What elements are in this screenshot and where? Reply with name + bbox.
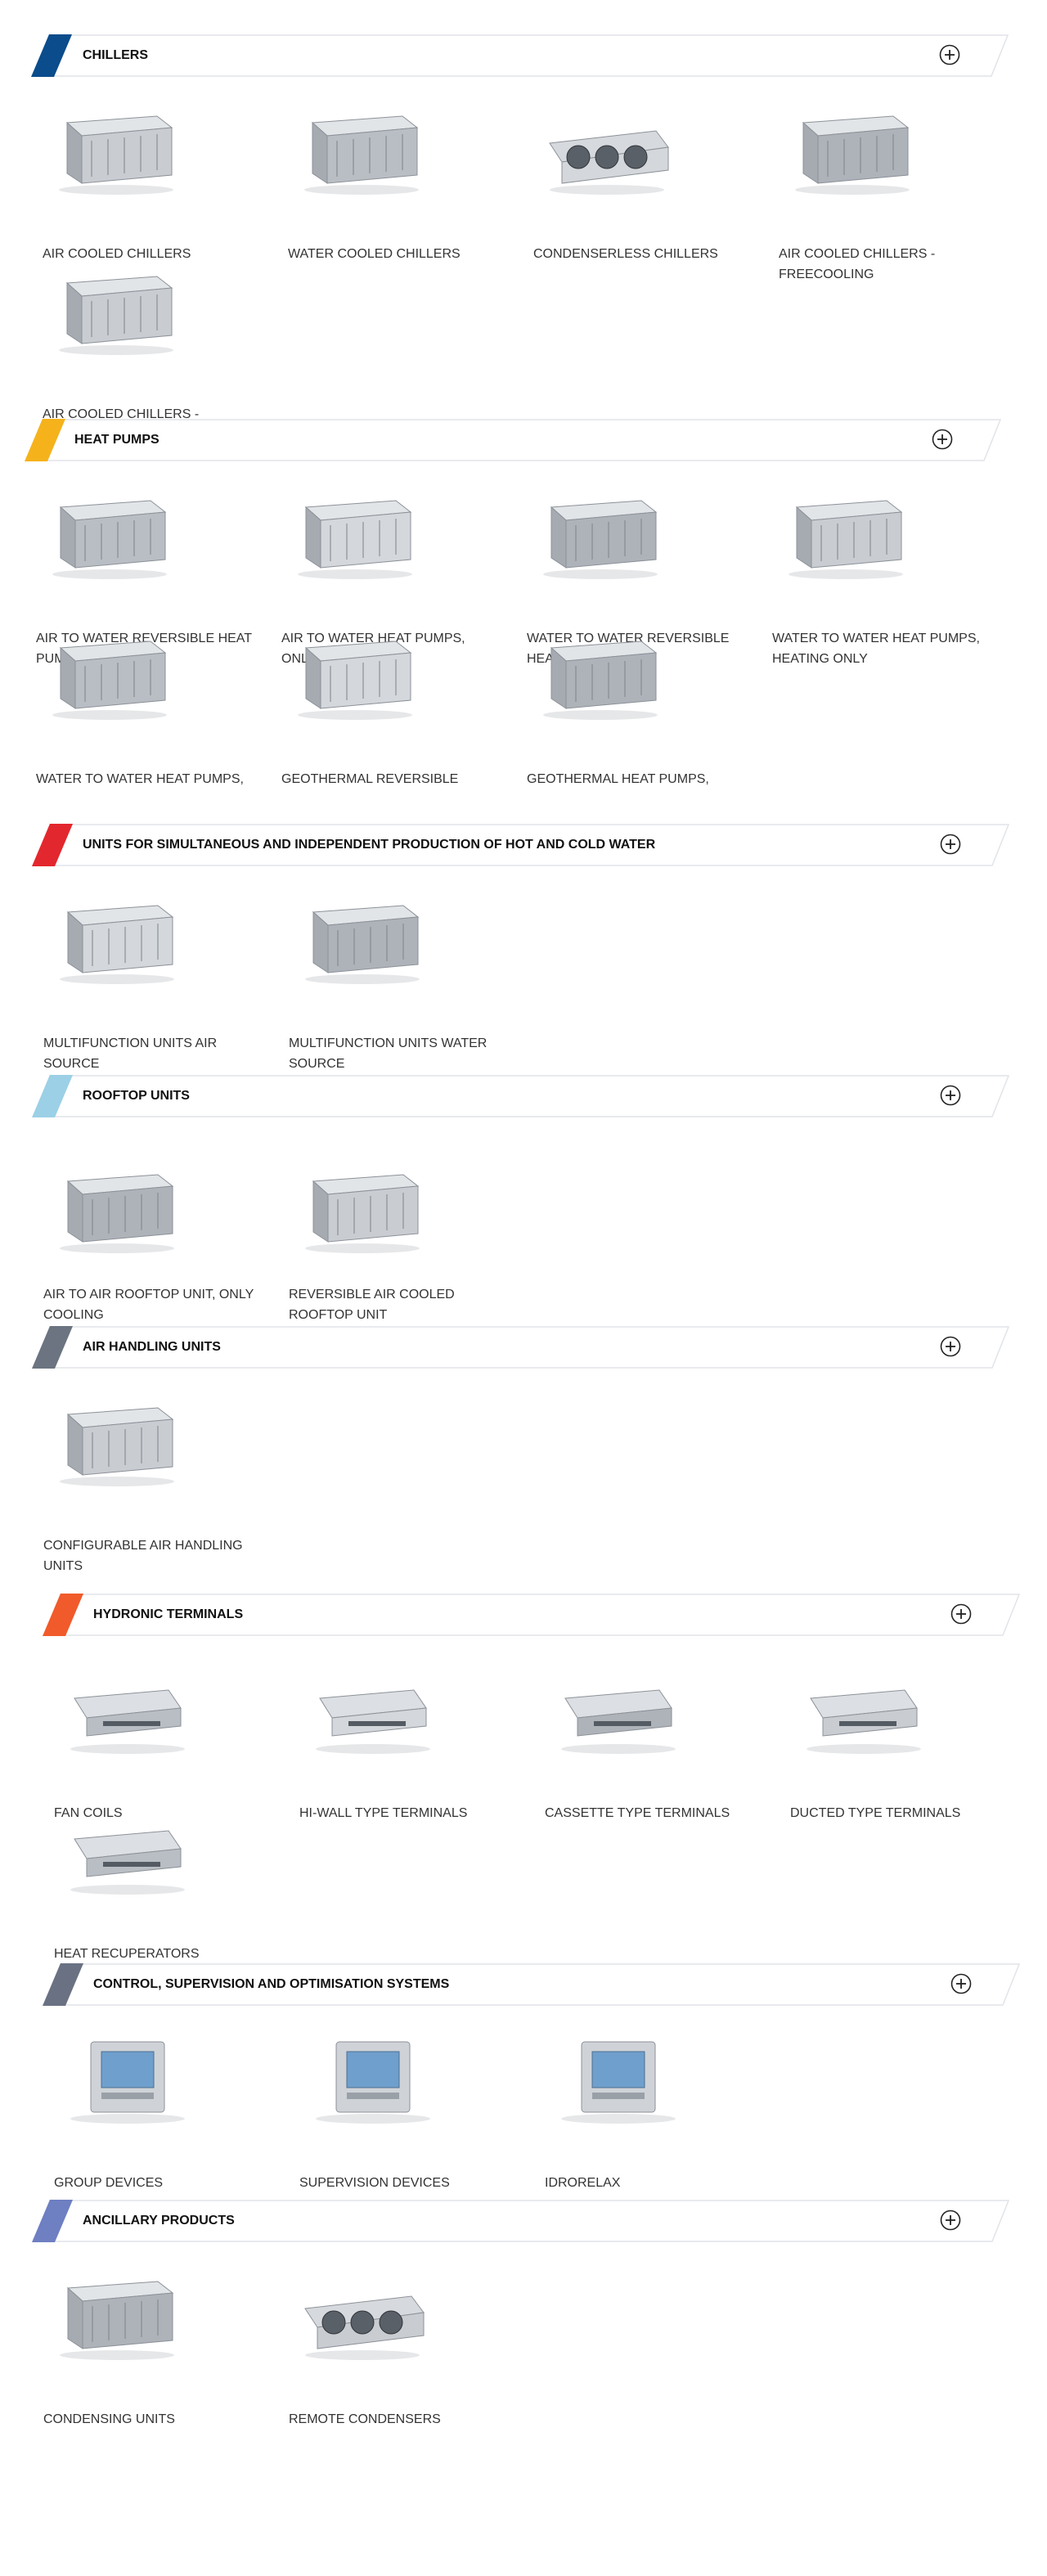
section-header-background bbox=[43, 1963, 1021, 2006]
water-water-heating-image[interactable] bbox=[772, 483, 919, 581]
section-color-stripe bbox=[32, 1075, 73, 1117]
product-label[interactable]: MULTIFUNCTION UNITS WATER SOURCE bbox=[289, 1036, 488, 1071]
product-label[interactable]: AIR TO AIR ROOFTOP UNIT, ONLY COOLING bbox=[43, 1288, 254, 1322]
section-title: HYDRONIC TERMINALS bbox=[93, 1607, 244, 1621]
rooftop-reversible-image[interactable] bbox=[289, 1157, 436, 1255]
section-8: ANCILLARY PRODUCTS CONDENSING UNITS REMOTE… bbox=[0, 2200, 1047, 2576]
section-title: ROOFTOP UNITS bbox=[83, 1089, 190, 1103]
product-label[interactable]: REMOTE CONDENSERS bbox=[289, 2412, 441, 2426]
section-header-bar[interactable]: HEAT PUMPS bbox=[25, 419, 1002, 461]
freecooling-chiller-image[interactable] bbox=[779, 98, 926, 196]
product-label[interactable]: GROUP DEVICES bbox=[54, 2176, 164, 2190]
water-water-heat-pump-image[interactable] bbox=[36, 623, 183, 722]
evaporative-chiller-image[interactable] bbox=[43, 258, 190, 357]
multifunction-water-image[interactable] bbox=[289, 888, 436, 986]
product-label[interactable]: REVERSIBLE AIR COOLED ROOFTOP UNIT bbox=[289, 1288, 455, 1322]
section-color-stripe bbox=[32, 2200, 73, 2242]
section-title: HEAT PUMPS bbox=[74, 433, 160, 447]
section-color-stripe bbox=[31, 34, 72, 77]
air-cooled-chiller-image[interactable] bbox=[43, 98, 190, 196]
supervision-device-image[interactable] bbox=[299, 2027, 447, 2125]
section-header-bar[interactable]: HYDRONIC TERMINALS bbox=[43, 1594, 1021, 1636]
section-header-background bbox=[25, 419, 1002, 461]
section-color-stripe bbox=[32, 824, 73, 866]
product-label[interactable]: GEOTHERMAL REVERSIBLE bbox=[281, 772, 459, 786]
group-device-image[interactable] bbox=[54, 2027, 201, 2125]
section-header-background bbox=[32, 1326, 1010, 1369]
product-label[interactable]: FAN COILS bbox=[54, 1806, 123, 1820]
fan-coil-image[interactable] bbox=[54, 1657, 201, 1756]
air-water-heat-pump-image[interactable] bbox=[36, 483, 183, 581]
air-handling-unit-image[interactable] bbox=[43, 1390, 191, 1488]
section-7: CONTROL, SUPERVISION AND OPTIMISATION SY… bbox=[0, 1963, 1047, 2340]
section-4: ROOFTOP UNITS AIR TO AIR ROOFTOP UNIT, ON… bbox=[0, 1075, 1047, 1451]
product-label[interactable]: WATER COOLED CHILLERS bbox=[288, 247, 461, 261]
section-title: UNITS FOR SIMULTANEOUS AND INDEPENDENT P… bbox=[83, 838, 656, 852]
section-header-background bbox=[31, 34, 1009, 77]
section-title: CHILLERS bbox=[83, 48, 148, 62]
expand-plus-icon[interactable] bbox=[940, 2210, 961, 2231]
hi-wall-terminal-image[interactable] bbox=[299, 1657, 447, 1756]
geothermal-heat-pump-image[interactable] bbox=[527, 623, 674, 722]
rooftop-cooling-image[interactable] bbox=[43, 1157, 191, 1255]
remote-condenser-image[interactable] bbox=[289, 2264, 436, 2362]
section-header-bar[interactable]: ROOFTOP UNITS bbox=[32, 1075, 1010, 1117]
section-header-bar[interactable]: ANCILLARY PRODUCTS bbox=[32, 2200, 1010, 2242]
section-header-background bbox=[32, 1075, 1010, 1117]
expand-plus-icon[interactable] bbox=[932, 429, 953, 450]
section-color-stripe bbox=[43, 1594, 83, 1636]
product-label[interactable]: HI-WALL TYPE TERMINALS bbox=[299, 1806, 468, 1820]
product-label[interactable]: HEAT RECUPERATORS bbox=[54, 1947, 200, 1961]
product-label[interactable]: CONDENSERLESS CHILLERS bbox=[533, 247, 718, 261]
geothermal-reversible-image[interactable] bbox=[281, 623, 429, 722]
water-cooled-chiller-image[interactable] bbox=[288, 98, 435, 196]
product-label[interactable]: AIR COOLED CHILLERS - FREECOOLING bbox=[779, 247, 936, 281]
product-label[interactable]: GEOTHERMAL HEAT PUMPS, bbox=[527, 772, 709, 786]
product-label[interactable]: CASSETTE TYPE TERMINALS bbox=[545, 1806, 730, 1820]
section-title: ANCILLARY PRODUCTS bbox=[83, 2214, 235, 2228]
section-header-bar[interactable]: AIR HANDLING UNITS bbox=[32, 1326, 1010, 1369]
section-title: AIR HANDLING UNITS bbox=[83, 1340, 221, 1354]
product-label[interactable]: SUPERVISION DEVICES bbox=[299, 2176, 450, 2190]
section-color-stripe bbox=[43, 1963, 83, 2006]
section-header-background bbox=[32, 2200, 1010, 2242]
section-header-bar[interactable]: CHILLERS bbox=[31, 34, 1009, 77]
section-header-background bbox=[43, 1594, 1021, 1636]
expand-plus-icon[interactable] bbox=[950, 1603, 972, 1625]
section-header-bar[interactable]: UNITS FOR SIMULTANEOUS AND INDEPENDENT P… bbox=[32, 824, 1010, 866]
product-label[interactable]: WATER TO WATER HEAT PUMPS, bbox=[36, 772, 244, 786]
cassette-terminal-image[interactable] bbox=[545, 1657, 692, 1756]
expand-plus-icon[interactable] bbox=[940, 1085, 961, 1106]
section-3: UNITS FOR SIMULTANEOUS AND INDEPENDENT P… bbox=[0, 824, 1047, 1200]
section-1: CHILLERS AIR COOLED CHILLERS WATER COOLED … bbox=[0, 34, 1047, 442]
product-label[interactable]: MULTIFUNCTION UNITS AIR SOURCE bbox=[43, 1036, 218, 1071]
section-header-bar[interactable]: CONTROL, SUPERVISION AND OPTIMISATION SY… bbox=[43, 1963, 1021, 2006]
product-label[interactable]: WATER TO WATER HEAT PUMPS, HEATING ONLY bbox=[772, 632, 980, 666]
water-water-reversible-image[interactable] bbox=[527, 483, 674, 581]
section-color-stripe bbox=[25, 419, 65, 461]
expand-plus-icon[interactable] bbox=[940, 1336, 961, 1357]
ducted-terminal-image[interactable] bbox=[790, 1657, 937, 1756]
heat-recuperator-image[interactable] bbox=[54, 1798, 201, 1896]
section-6: HYDRONIC TERMINALS FAN COILS HI-WALL TYPE … bbox=[0, 1594, 1047, 1970]
multifunction-air-image[interactable] bbox=[43, 888, 191, 986]
product-label[interactable]: CONFIGURABLE AIR HANDLING UNITS bbox=[43, 1539, 243, 1573]
product-label[interactable]: DUCTED TYPE TERMINALS bbox=[790, 1806, 961, 1820]
product-label[interactable]: CONDENSING UNITS bbox=[43, 2412, 175, 2426]
expand-plus-icon[interactable] bbox=[950, 1973, 972, 1994]
condenserless-chiller-image[interactable] bbox=[533, 98, 681, 196]
section-5: AIR HANDLING UNITS CONFIGURABLE AIR HANDL… bbox=[0, 1326, 1047, 1702]
section-header-background bbox=[32, 824, 1010, 866]
condensing-unit-image[interactable] bbox=[43, 2264, 191, 2362]
air-water-heating-image[interactable] bbox=[281, 483, 429, 581]
product-label[interactable]: IDRORELAX bbox=[545, 2176, 621, 2190]
idrorelax-panel-image[interactable] bbox=[545, 2027, 692, 2125]
section-color-stripe bbox=[32, 1326, 73, 1369]
expand-plus-icon[interactable] bbox=[940, 834, 961, 855]
product-label[interactable]: AIR COOLED CHILLERS bbox=[43, 247, 191, 261]
expand-plus-icon[interactable] bbox=[939, 44, 960, 65]
section-title: CONTROL, SUPERVISION AND OPTIMISATION SY… bbox=[93, 1977, 450, 1991]
